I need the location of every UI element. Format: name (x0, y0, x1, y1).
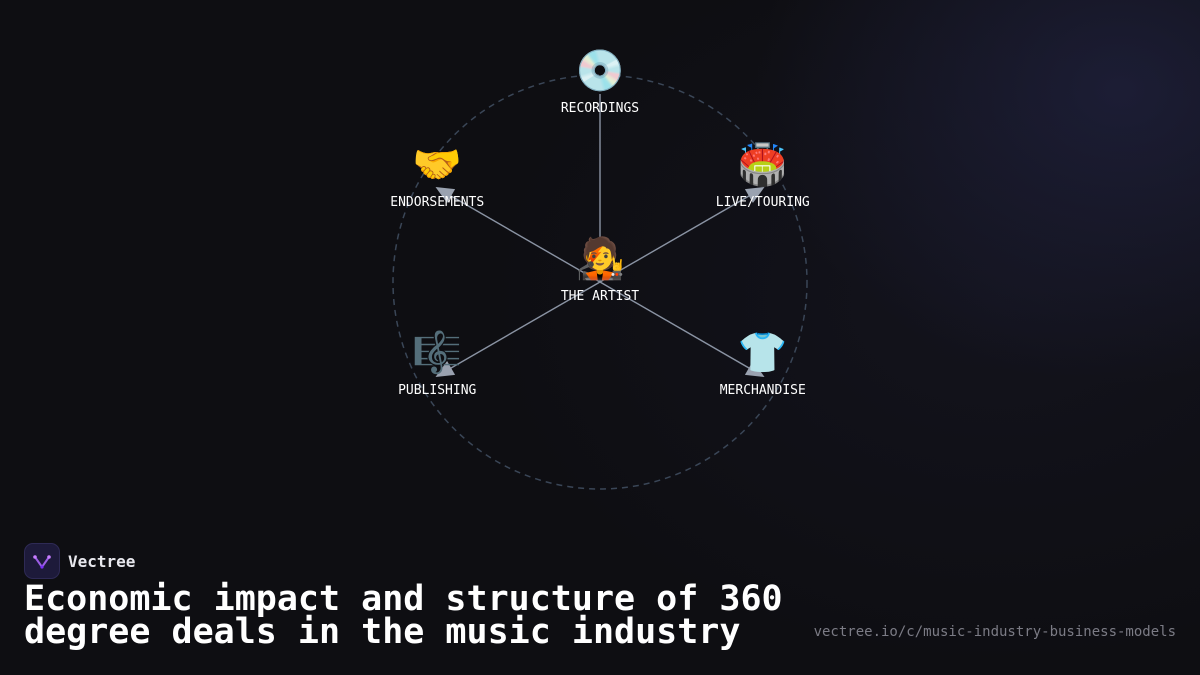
connector-line (436, 281, 601, 377)
node-label: THE ARTIST (561, 289, 639, 304)
singer-icon: 🧑‍🎤 (575, 234, 625, 282)
node-merchandise: 👕 MERCHANDISE (720, 330, 806, 398)
page-title: Economic impact and structure of 360 deg… (24, 579, 783, 652)
node-label: ENDORSEMENTS (390, 195, 484, 210)
hub-and-spoke-diagram: 💿 RECORDINGS 🏟️ LIVE/TOURING 👕 MERCHANDISE 🎼 PU… (390, 47, 810, 490)
arrowhead (744, 361, 765, 377)
musical-score-icon: 🎼 (412, 329, 462, 376)
disc-icon: 💿 (575, 47, 625, 94)
node-live-touring: 🏟️ LIVE/TOURING (716, 141, 810, 210)
connector-line (599, 187, 764, 283)
node-center: 🧑‍🎤 THE ARTIST (561, 234, 639, 304)
diagram-nodes: 💿 RECORDINGS 🏟️ LIVE/TOURING 👕 MERCHANDISE 🎼 PU… (390, 47, 810, 398)
arrowhead (435, 187, 456, 203)
node-label: LIVE/TOURING (716, 195, 810, 210)
brand-name: Vectree (68, 551, 136, 571)
arrowhead (435, 361, 456, 377)
connector-lines (435, 94, 765, 377)
connector-line (436, 187, 601, 283)
node-label: MERCHANDISE (720, 383, 806, 398)
node-label: PUBLISHING (398, 383, 476, 398)
stadium-icon: 🏟️ (738, 141, 788, 188)
node-endorsements: 🤝 ENDORSEMENTS (390, 142, 484, 210)
arrowhead (744, 187, 765, 203)
node-publishing: 🎼 PUBLISHING (398, 329, 476, 398)
connector-line (599, 281, 764, 377)
t-shirt-icon: 👕 (738, 330, 788, 376)
brand: Vectree (24, 543, 136, 579)
node-recordings: 💿 RECORDINGS (561, 47, 639, 116)
source-url: vectree.io/c/music-industry-business-mod… (813, 624, 1176, 640)
orbit-ring (392, 74, 808, 490)
handshake-icon: 🤝 (412, 142, 462, 188)
vectree-logo-icon (24, 543, 60, 579)
node-label: RECORDINGS (561, 101, 639, 116)
